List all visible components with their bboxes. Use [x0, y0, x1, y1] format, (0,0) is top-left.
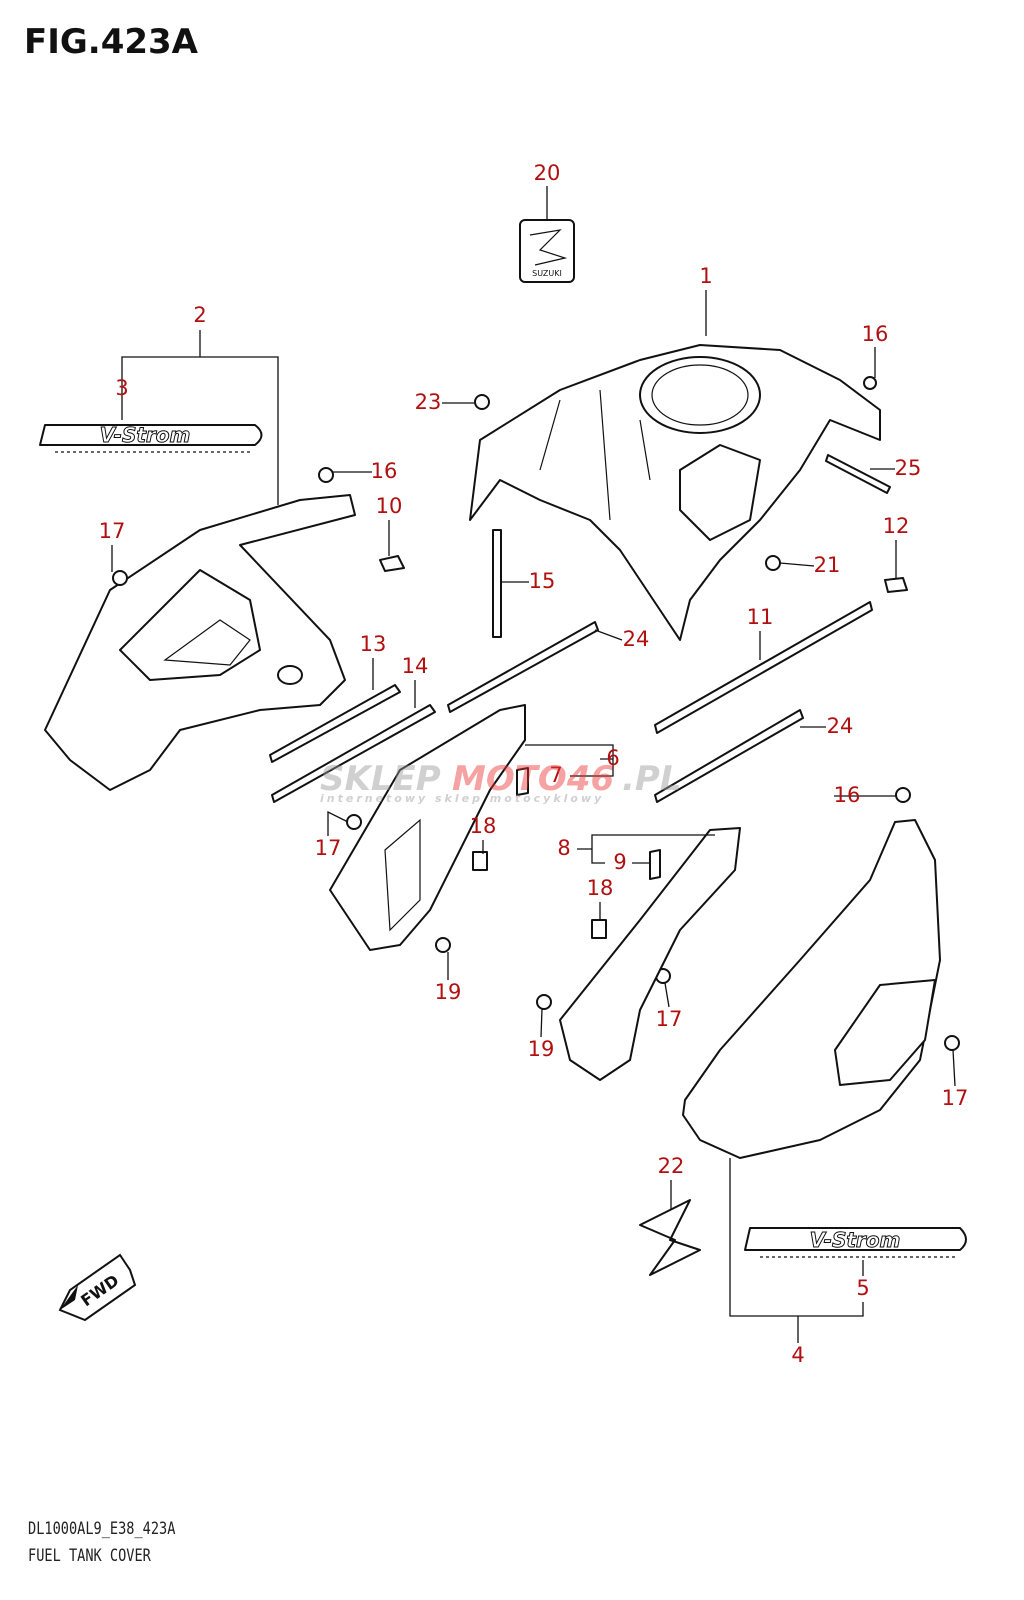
- part-vstrom-emblem-left: V-Strom: [39, 423, 263, 453]
- callout-6: 6: [606, 746, 619, 770]
- callout-3: 3: [115, 376, 128, 400]
- callout-16: 16: [862, 322, 889, 346]
- part-left-side-cover: [44, 494, 356, 791]
- figure-caption: FUEL TANK COVER: [28, 1546, 151, 1566]
- callout-17: 17: [99, 519, 126, 543]
- callout-9: 9: [613, 850, 626, 874]
- callout-16: 16: [371, 459, 398, 483]
- callout-13: 13: [360, 632, 387, 656]
- callout-20: 20: [534, 161, 561, 185]
- callout-17: 17: [942, 1086, 969, 1110]
- part-s-emblem: [639, 1199, 701, 1276]
- part-fuel-tank-cover: [469, 344, 881, 641]
- callout-16: 16: [834, 783, 861, 807]
- callout-24: 24: [827, 714, 854, 738]
- watermark-suffix: .PL: [622, 759, 682, 799]
- callout-23: 23: [415, 390, 442, 414]
- part-inner-panel-left: [329, 704, 526, 951]
- callout-17: 17: [656, 1007, 683, 1031]
- watermark: SKLEP MOTO46 .PL internetowy sklep motoc…: [320, 759, 682, 805]
- watermark-gray: SKLEP: [320, 759, 441, 799]
- callout-5: 5: [856, 1276, 869, 1300]
- part-rubber-strips: [269, 454, 891, 803]
- callout-14: 14: [402, 654, 429, 678]
- callout-18: 18: [470, 814, 497, 838]
- leader-lines: [111, 186, 956, 1343]
- callout-2: 2: [193, 303, 206, 327]
- part-right-side-cover: [682, 819, 941, 1159]
- model-code: DL1000AL9_E38_423A: [28, 1519, 176, 1539]
- vstrom-text-right: V-Strom: [810, 1228, 901, 1252]
- callout-24: 24: [623, 627, 650, 651]
- watermark-tagline: internetowy sklep motocyklowy: [320, 792, 604, 805]
- callout-25: 25: [895, 456, 922, 480]
- callout-19: 19: [528, 1037, 555, 1061]
- callout-19: 19: [435, 980, 462, 1004]
- callout-1: 1: [699, 264, 712, 288]
- part-inner-panel-right: [559, 827, 741, 1081]
- callout-17: 17: [315, 836, 342, 860]
- figure-title: FIG.423A: [24, 22, 198, 62]
- part-vstrom-emblem-right: V-Strom: [744, 1227, 967, 1258]
- callout-7: 7: [549, 763, 562, 787]
- fwd-arrow-icon: FWD: [58, 1253, 137, 1322]
- part-suzuki-badge: SUZUKI: [519, 219, 575, 283]
- callout-11: 11: [747, 605, 774, 629]
- callout-22: 22: [658, 1154, 685, 1178]
- callout-12: 12: [883, 514, 910, 538]
- callout-21: 21: [814, 553, 841, 577]
- callout-4: 4: [791, 1343, 804, 1367]
- callout-10: 10: [376, 494, 403, 518]
- badge-text: SUZUKI: [532, 269, 562, 278]
- watermark-red: MOTO46: [452, 759, 614, 799]
- callout-15: 15: [529, 569, 556, 593]
- part-small-fasteners: [112, 376, 960, 1051]
- callout-8: 8: [557, 836, 570, 860]
- vstrom-text-left: V-Strom: [100, 423, 191, 447]
- callout-18: 18: [587, 876, 614, 900]
